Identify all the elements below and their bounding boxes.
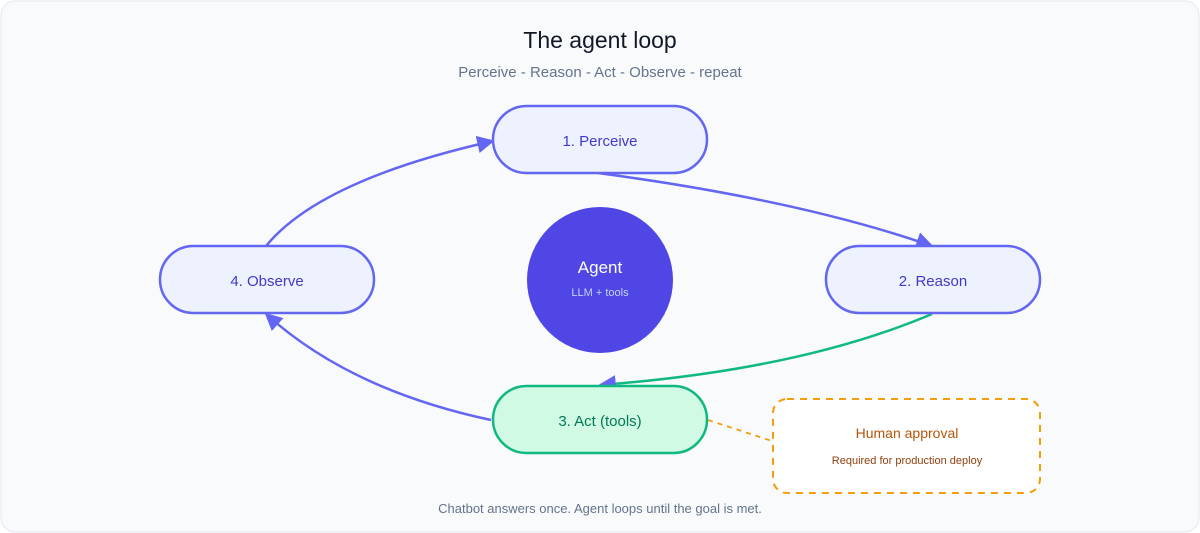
node-perceive-label: 1. Perceive (562, 133, 637, 150)
diagram-subtitle: Perceive - Reason - Act - Observe - repe… (458, 64, 742, 81)
node-perceive[interactable]: 1. Perceive (491, 104, 709, 175)
agent-circle (527, 207, 673, 353)
node-act-label: 3. Act (tools) (558, 413, 641, 430)
agent-title: Agent (578, 258, 623, 277)
note-subtitle: Required for production deploy (832, 455, 983, 467)
node-reason[interactable]: 2. Reason (824, 244, 1042, 315)
note-title: Human approval (856, 425, 959, 441)
note-box (772, 398, 1041, 494)
arrow-observe-to-perceive (265, 135, 495, 247)
human-approval-note[interactable]: Human approval Required for production d… (772, 398, 1041, 494)
node-act[interactable]: 3. Act (tools) (491, 384, 709, 455)
arrow-act-to-observe (264, 312, 492, 422)
agent-subtitle: LLM + tools (571, 287, 629, 299)
node-act-shape (491, 384, 709, 455)
footer-caption: Chatbot answers once. Agent loops until … (438, 501, 762, 516)
node-observe-label: 4. Observe (230, 273, 303, 290)
node-observe-shape (158, 244, 376, 315)
arrow-reason-to-act (598, 312, 933, 393)
agent-center[interactable]: Agent LLM + tools (527, 207, 673, 353)
node-perceive-shape (491, 104, 709, 175)
arrow-perceive-to-reason (597, 171, 934, 250)
node-reason-label: 2. Reason (899, 273, 967, 290)
note-connector (707, 419, 773, 442)
node-reason-shape (824, 244, 1042, 315)
node-observe[interactable]: 4. Observe (158, 244, 376, 315)
diagram-title: The agent loop (523, 27, 676, 53)
